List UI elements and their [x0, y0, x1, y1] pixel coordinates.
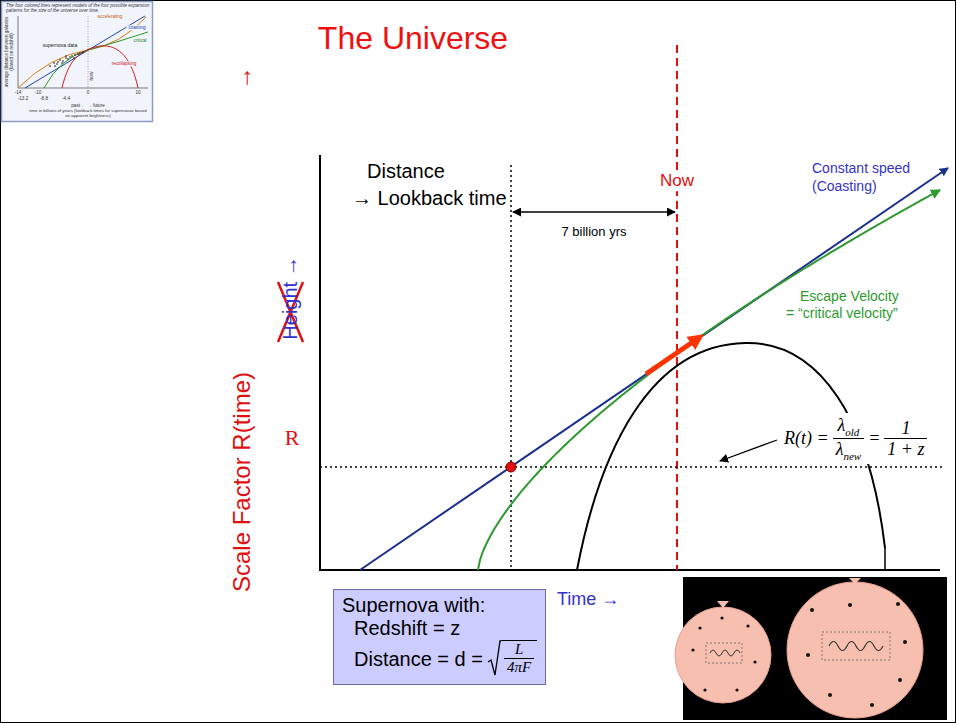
- numerator: λold: [833, 415, 865, 439]
- scale-line: [320, 466, 945, 468]
- interval-label: 7 billion yrs: [561, 225, 626, 240]
- fraction: λoldλnew: [833, 415, 865, 462]
- formula-subscript: old: [845, 426, 859, 438]
- fraction: L 4πF: [501, 640, 537, 677]
- balloon-illustration: [675, 577, 947, 720]
- box-line: Redshift = z: [354, 617, 460, 639]
- denominator: 1 + z: [884, 439, 927, 460]
- formula-term: L: [515, 641, 523, 657]
- thumbnail-axis-label: past ← → future: [71, 103, 104, 108]
- formula-term: 4πF: [507, 659, 531, 675]
- slide-title: The Universe: [318, 20, 508, 57]
- axis-label: Scale Factor R(time): [228, 372, 256, 592]
- axes: [320, 155, 940, 570]
- light-wave: [829, 642, 883, 651]
- formula-term: R(t) =: [784, 428, 829, 449]
- tick-label: -13.2: [18, 96, 28, 101]
- axis-label: Time →: [557, 589, 619, 610]
- now-velocity-arrow: [646, 337, 700, 374]
- denominator: λnew: [833, 439, 865, 462]
- recollapsing-curve: [62, 46, 138, 88]
- critical-curve: [478, 190, 940, 570]
- large-balloon: [787, 582, 923, 718]
- formula-box: R(t) =λoldλnew=11 + z: [780, 413, 931, 464]
- coasting-line: [360, 168, 948, 570]
- formula-term: =: [868, 428, 880, 449]
- tick-label: -14: [15, 90, 22, 95]
- supernova-point: [506, 462, 516, 472]
- box-line: Distance = d =: [354, 648, 483, 671]
- curve-end-tick: [884, 548, 886, 570]
- formula-subscript: new: [843, 450, 861, 462]
- annotation: Distance: [367, 160, 445, 183]
- interval-arrow: [513, 211, 675, 212]
- box-heading: Supernova with:: [342, 594, 485, 616]
- thumbnail-axes: [18, 16, 148, 88]
- thumbnail-axis-label: average distance between galaxies (based…: [4, 15, 14, 89]
- curve-label: = “critical velocity”: [786, 305, 898, 321]
- balloon-knot: [717, 601, 729, 608]
- thumbnail-caption: The four colored lines represent models …: [6, 3, 150, 14]
- radical-sign: [487, 640, 501, 678]
- tick-label: -8.8: [40, 96, 48, 101]
- lookback-line: [510, 165, 512, 570]
- info-box: Supernova with:Redshift = z Distance = d …: [333, 589, 546, 685]
- square-root: L 4πF: [487, 640, 537, 678]
- wave-frame: [822, 632, 890, 660]
- thumbnail-frame: [2, 2, 153, 122]
- radical-sign: [488, 641, 501, 675]
- thumbnail-label: now: [89, 71, 95, 80]
- thumbnail-axis-label: time in billions of years (lookback time…: [27, 109, 149, 119]
- crossed-out-label: Height →: [279, 256, 302, 339]
- tick-label: 0: [87, 90, 90, 95]
- curve-label: Escape Velocity: [800, 288, 899, 304]
- formula-term: 1 + z: [887, 439, 924, 459]
- balloon-knot: [849, 578, 861, 584]
- formula-symbol: λ: [836, 439, 844, 459]
- curve-label: Constant speed: [812, 160, 910, 176]
- light-wave: [710, 650, 740, 656]
- curve-label: (Coasting): [812, 178, 877, 194]
- thumbnail-curve-label: coasting: [126, 25, 147, 30]
- thumbnail-curve-label: recollapsing: [110, 61, 139, 66]
- tick-label: -10: [35, 90, 42, 95]
- thumbnail-chart: [2, 2, 153, 122]
- fraction: 11 + z: [884, 418, 927, 460]
- thumbnail-label: supernova data: [43, 43, 77, 49]
- formula-symbol: λ: [837, 415, 845, 435]
- now-line: [676, 45, 678, 570]
- tick-label: 10: [135, 90, 140, 95]
- wave-frame: [706, 643, 742, 663]
- annotation: → Lookback time: [352, 187, 507, 210]
- tick-label: -4.4: [62, 96, 70, 101]
- galaxy-dots: [691, 602, 907, 707]
- thumbnail-curve-label: critical: [131, 38, 148, 43]
- formula-term: 1: [901, 418, 910, 438]
- small-balloon: [675, 607, 771, 703]
- critical-curve: [44, 32, 148, 88]
- axis-arrow: →: [229, 66, 257, 90]
- scale-symbol: R: [285, 425, 300, 450]
- now-label: Now: [658, 171, 696, 191]
- thumbnail-curve-label: accelerating: [96, 14, 125, 19]
- recollapsing-curve: [577, 343, 885, 570]
- leader-arrow: [720, 440, 777, 461]
- supernova-dots: [49, 51, 84, 67]
- numerator: 1: [884, 418, 927, 440]
